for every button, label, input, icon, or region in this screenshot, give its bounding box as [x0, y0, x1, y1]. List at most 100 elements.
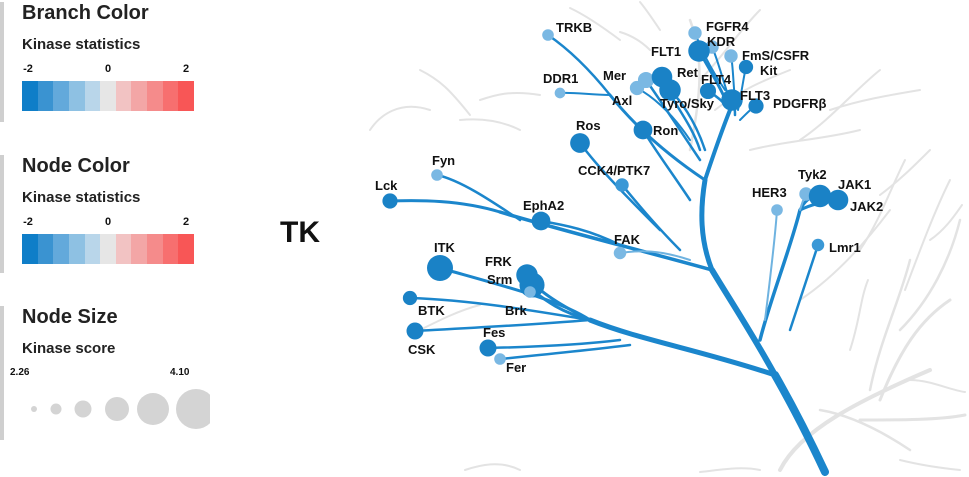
kinase-node-epha2[interactable] [531, 211, 551, 231]
size-legend-circle [137, 393, 169, 425]
size-max-label: 4.10 [170, 367, 190, 378]
node-color-scale [22, 234, 195, 264]
kinase-label-pdgfr-: PDGFRβ [773, 96, 827, 111]
branch-color-legend: Branch Color Kinase statistics -2 0 2 [0, 2, 195, 122]
jak-branch [758, 208, 802, 342]
kinase-label-btk: BTK [418, 303, 445, 318]
tick-min: -2 [23, 63, 33, 75]
kinase-label-tyro-sky: Tyro/Sky [660, 96, 715, 111]
kinase-label-flt3: FLT3 [740, 88, 770, 103]
scale-swatch [162, 234, 179, 264]
kinase-label-brk: Brk [505, 303, 527, 318]
fyn-branch [435, 173, 522, 222]
kinase-node-fgfr4[interactable] [688, 26, 702, 40]
kinase-node-cck4-ptk7[interactable] [615, 178, 629, 192]
kinase-label-trkb: TRKB [556, 20, 592, 35]
kinase-node-jak1[interactable] [808, 184, 832, 208]
kinase-label-fgfr4: FGFR4 [706, 19, 749, 34]
kinase-node-fyn[interactable] [431, 169, 443, 181]
lck-branch [388, 199, 502, 214]
size-legend-circle [176, 389, 216, 429]
kinase-node-ron[interactable] [633, 120, 653, 140]
kinase-label-fak: FAK [614, 232, 641, 247]
scale-swatch [178, 81, 195, 111]
scale-swatch [68, 81, 85, 111]
branch-color-title: Branch Color [22, 2, 149, 24]
kinase-node-csk[interactable] [406, 322, 424, 340]
kinase-node-fes[interactable] [479, 339, 497, 357]
scale-swatch [115, 234, 132, 264]
kinase-label-ros: Ros [576, 118, 601, 133]
kinase-label-kdr: KDR [707, 34, 736, 49]
kinase-node-axl[interactable] [629, 80, 645, 96]
kinase-label-lmr1: Lmr1 [829, 240, 861, 255]
csk-branch [413, 318, 592, 333]
upper-trunk-branch [709, 267, 778, 378]
fes-branch [486, 338, 622, 350]
kinase-label-cck4-ptk7: CCK4/PTK7 [578, 163, 650, 178]
scale-swatch [147, 81, 163, 111]
node-size-title: Node Size [22, 306, 118, 328]
kinase-node-lmr1[interactable] [811, 238, 825, 252]
ddr1-branch [559, 91, 611, 96]
kinase-node-tyro-sky[interactable] [659, 79, 681, 101]
kinase-node-fms-csfr[interactable] [724, 49, 738, 63]
kinase-node-kit[interactable] [738, 59, 754, 75]
tick-max: 2 [182, 216, 190, 228]
branch-color-ticks: -2 0 2 [22, 63, 194, 77]
scale-swatch [37, 234, 54, 264]
node-size-subtitle: Kinase score [22, 340, 116, 357]
kinase-node-fer[interactable] [494, 353, 506, 365]
mid-left-branch [498, 210, 714, 272]
kinase-label-kit: Kit [760, 63, 778, 78]
size-min-label: 2.26 [10, 367, 30, 378]
scale-swatch [53, 81, 69, 111]
scale-swatch [100, 81, 116, 111]
kinase-label-csk: CSK [408, 342, 436, 357]
kinase-node-btk[interactable] [402, 290, 418, 306]
scale-swatch [131, 234, 148, 264]
node-color-ticks: -2 0 2 [22, 216, 194, 230]
kinase-node-jak2[interactable] [827, 189, 849, 211]
kinase-node-flt3[interactable] [721, 89, 743, 111]
tick-mid: 0 [104, 63, 112, 75]
tick-max: 2 [182, 63, 190, 75]
rtk-branch [699, 177, 715, 273]
kinase-node-flt4[interactable] [699, 82, 717, 100]
size-legend-circle [31, 406, 37, 412]
scale-swatch [115, 81, 132, 111]
kinase-label-flt1: FLT1 [651, 44, 681, 59]
kinase-label-fms-csfr: FmS/CSFR [742, 48, 810, 63]
node-color-title: Node Color [22, 155, 130, 177]
kinase-label-jak1: JAK1 [838, 177, 871, 192]
kinase-label-srm: Srm [487, 272, 512, 287]
kinase-node-itk[interactable] [427, 255, 453, 281]
kinase-node-brk[interactable] [524, 286, 536, 298]
scale-swatch [178, 234, 195, 264]
kinase-node-flt1[interactable] [688, 40, 710, 62]
scale-swatch [100, 234, 116, 264]
kinase-node-ros[interactable] [570, 133, 590, 153]
scale-swatch [37, 81, 54, 111]
scale-swatch [22, 234, 38, 264]
kinase-node-trkb[interactable] [542, 29, 554, 41]
kinase-label-axl: Axl [612, 93, 632, 108]
kinase-node-ddr1[interactable] [554, 87, 566, 99]
kinase-label-fyn: Fyn [432, 153, 455, 168]
group-label: TK [280, 216, 320, 249]
kinase-node-her3[interactable] [771, 204, 783, 216]
kinase-label-mer: Mer [603, 68, 626, 83]
scale-swatch [84, 81, 101, 111]
kinase-node-fak[interactable] [613, 246, 627, 260]
size-legend-circle [105, 397, 129, 421]
node-color-legend: Node Color Kinase statistics -2 0 2 [0, 155, 195, 273]
kinase-label-itk: ITK [434, 240, 456, 255]
kinase-node-pdgfr-[interactable] [748, 98, 764, 114]
kinase-label-ret: Ret [677, 65, 699, 80]
fer-branch [498, 343, 632, 361]
kinase-node-lck[interactable] [382, 193, 398, 209]
kinase-label-ron: Ron [653, 123, 678, 138]
node-size-legend: Node Size Kinase score 2.26 4.10 [0, 306, 216, 440]
